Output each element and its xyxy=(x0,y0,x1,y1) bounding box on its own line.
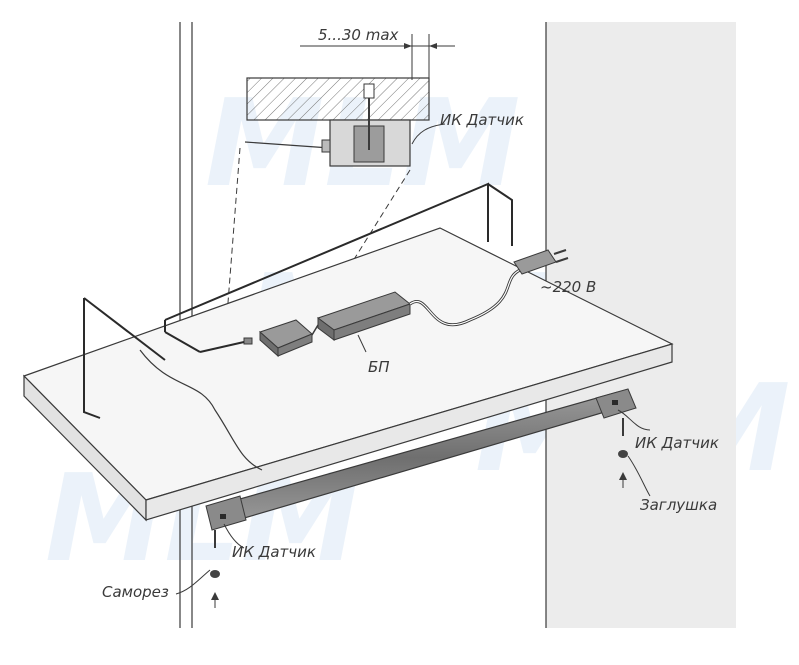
left-fasteners xyxy=(210,530,220,608)
ir-sensor-left-label: ИК Датчик xyxy=(232,543,316,561)
sensor-detail xyxy=(244,77,430,167)
sensor-controller xyxy=(199,319,313,358)
screw-label: Саморез xyxy=(102,583,169,601)
led-profile xyxy=(205,388,637,531)
ir-sensor-top-label: ИК Датчик xyxy=(440,111,524,129)
ir-sensor-right-leader xyxy=(617,409,651,431)
mains-plug xyxy=(513,249,569,275)
dimension-marker: 5...30 max xyxy=(300,26,455,80)
shelf xyxy=(22,227,674,522)
ir-sensor-right-window xyxy=(612,400,618,405)
right-fasteners xyxy=(618,418,628,488)
ir-sensor-left-window xyxy=(220,514,226,519)
end-cap-leader xyxy=(627,455,651,497)
screw-leader xyxy=(175,569,211,595)
cabinet-frame xyxy=(83,182,513,419)
power-unit-label: БП xyxy=(368,358,390,376)
ir-sensor-left-leader xyxy=(223,523,245,549)
ir-sensor-top-leader xyxy=(411,123,446,145)
ir-sensor-right-label: ИК Датчик xyxy=(635,434,719,452)
power-supply-unit: БП xyxy=(311,291,412,376)
dimension-label: 5...30 max xyxy=(318,26,399,44)
end-cap-label: Заглушка xyxy=(640,496,717,514)
voltage-label: ~220 В xyxy=(540,278,596,296)
